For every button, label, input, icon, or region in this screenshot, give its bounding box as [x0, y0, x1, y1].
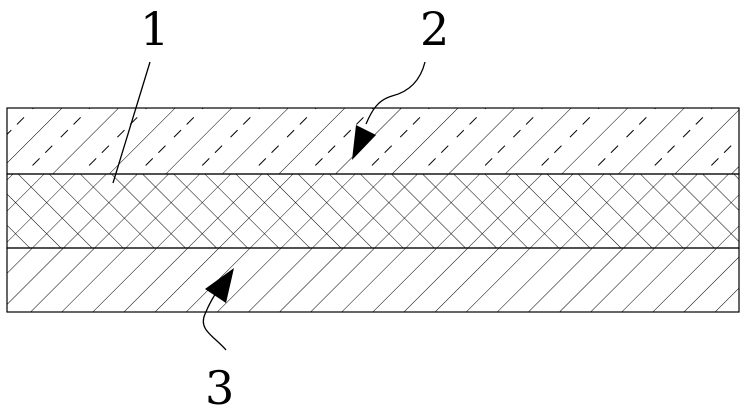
callout-label-1: 1 — [140, 2, 169, 56]
callout-label-2: 2 — [420, 2, 449, 56]
top-layer — [7, 108, 739, 174]
callout-label-3: 3 — [205, 361, 234, 415]
middle-layer — [7, 174, 739, 248]
bottom-layer — [7, 248, 739, 312]
